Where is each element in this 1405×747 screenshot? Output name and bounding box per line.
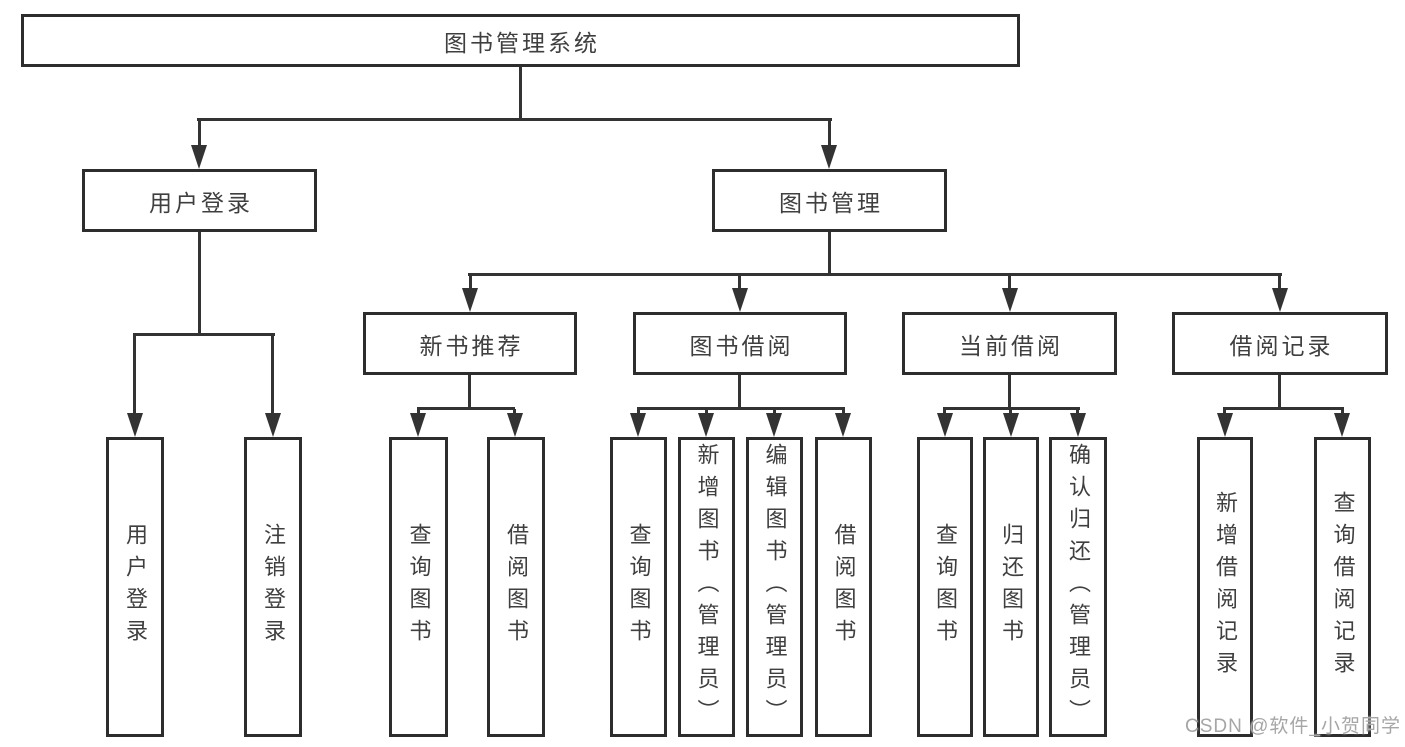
arrow-down-icon bbox=[835, 413, 851, 437]
arrow-down-icon bbox=[1334, 413, 1350, 437]
connector-line bbox=[468, 273, 1282, 276]
connector-line bbox=[1008, 374, 1011, 409]
connector-line bbox=[1278, 374, 1281, 409]
leaf-borrow-books-recommend: 借阅图书 bbox=[487, 437, 545, 737]
arrow-down-icon bbox=[766, 413, 782, 437]
node-current-borrowing: 当前借阅 bbox=[902, 312, 1117, 375]
arrow-down-icon bbox=[630, 413, 646, 437]
connector-line bbox=[133, 335, 136, 415]
leaf-query-books-borrow: 查询图书 bbox=[610, 437, 667, 737]
arrow-down-icon bbox=[507, 413, 523, 437]
arrow-down-icon bbox=[191, 145, 207, 169]
watermark: CSDN @软件_小贺同学 bbox=[1185, 716, 1401, 737]
connector-line bbox=[1223, 407, 1344, 410]
connector-line bbox=[417, 407, 515, 410]
node-borrowing-records: 借阅记录 bbox=[1172, 312, 1388, 375]
arrow-down-icon bbox=[698, 413, 714, 437]
leaf-return-books: 归还图书 bbox=[983, 437, 1039, 737]
node-root: 图书管理系统 bbox=[21, 14, 1020, 67]
arrow-down-icon bbox=[1003, 413, 1019, 437]
connector-line bbox=[1278, 275, 1281, 290]
arrow-down-icon bbox=[410, 413, 426, 437]
leaf-logout-login: 注销登录 bbox=[244, 437, 302, 737]
node-book-management: 图书管理 bbox=[712, 169, 947, 232]
arrow-down-icon bbox=[1272, 288, 1288, 312]
arrow-down-icon bbox=[732, 288, 748, 312]
connector-line bbox=[198, 231, 201, 335]
connector-line bbox=[738, 374, 741, 409]
node-new-book-recommendation: 新书推荐 bbox=[363, 312, 577, 375]
leaf-user-login: 用户登录 bbox=[106, 437, 164, 737]
arrow-down-icon bbox=[265, 413, 281, 437]
connector-line bbox=[828, 120, 831, 148]
arrow-down-icon bbox=[821, 145, 837, 169]
connector-line bbox=[1008, 275, 1011, 290]
leaf-query-borrow-record: 查询借阅记录 bbox=[1314, 437, 1371, 737]
connector-line bbox=[271, 335, 274, 415]
arrow-down-icon bbox=[937, 413, 953, 437]
connector-line bbox=[738, 275, 741, 290]
leaf-edit-books-admin: 编辑图书（管理员） bbox=[746, 437, 803, 737]
leaf-borrow-books: 借阅图书 bbox=[815, 437, 872, 737]
leaf-add-borrow-record: 新增借阅记录 bbox=[1197, 437, 1253, 737]
connector-line bbox=[468, 374, 471, 409]
leaf-query-books-recommend: 查询图书 bbox=[389, 437, 448, 737]
node-book-borrowing: 图书借阅 bbox=[633, 312, 847, 375]
connector-line bbox=[519, 66, 522, 120]
arrow-down-icon bbox=[127, 413, 143, 437]
arrow-down-icon bbox=[462, 288, 478, 312]
leaf-query-books-current: 查询图书 bbox=[917, 437, 973, 737]
arrow-down-icon bbox=[1002, 288, 1018, 312]
leaf-confirm-return-admin: 确认归还（管理员） bbox=[1049, 437, 1107, 737]
connector-line bbox=[197, 118, 832, 121]
connector-line bbox=[469, 275, 472, 290]
connector-line bbox=[198, 120, 201, 148]
arrow-down-icon bbox=[1070, 413, 1086, 437]
leaf-add-books-admin: 新增图书（管理员） bbox=[678, 437, 735, 737]
connector-line bbox=[637, 407, 845, 410]
connector-line bbox=[828, 231, 831, 276]
connector-line bbox=[943, 407, 1080, 410]
node-user-login: 用户登录 bbox=[82, 169, 317, 232]
arrow-down-icon bbox=[1217, 413, 1233, 437]
connector-line bbox=[133, 333, 275, 336]
